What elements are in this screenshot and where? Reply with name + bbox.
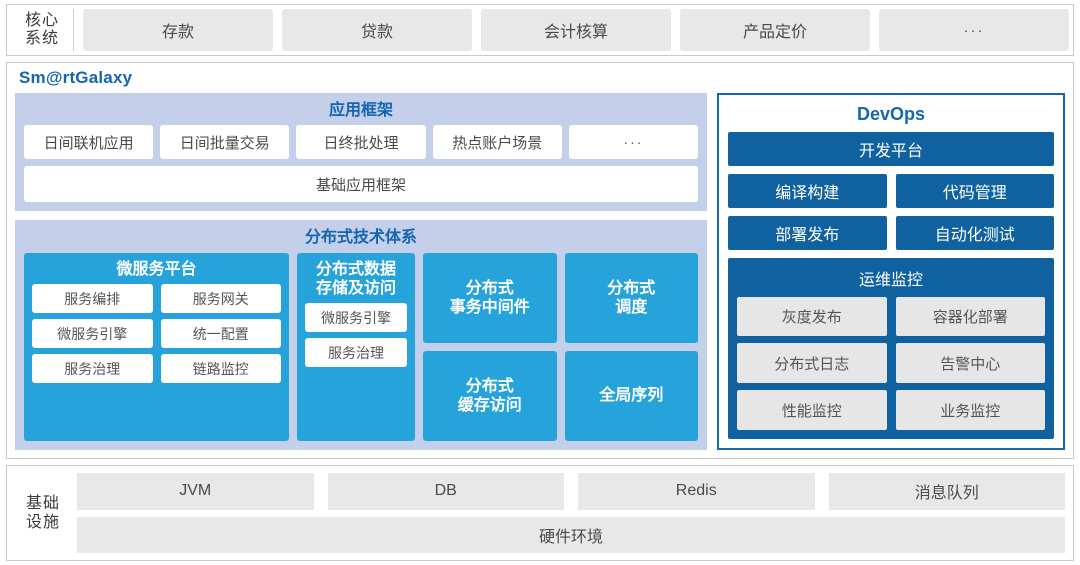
- global-sequence-title: 全局序列: [595, 386, 667, 405]
- core-tile-loan[interactable]: 贷款: [282, 9, 472, 51]
- ds-line2: 调度: [615, 298, 648, 316]
- ops-chip-containerized-deploy[interactable]: 容器化部署: [895, 296, 1045, 337]
- dtm-line1: 分布式: [465, 279, 514, 297]
- infrastructure-section: 基础 设施 JVM DB Redis 消息队列 硬件环境: [6, 465, 1074, 561]
- global-sequence-card[interactable]: 全局序列: [564, 350, 698, 441]
- dca-line1: 分布式: [465, 377, 514, 395]
- core-systems-tiles: 存款 贷款 会计核算 产品定价 ···: [74, 9, 1069, 51]
- core-tile-product-pricing[interactable]: 产品定价: [680, 9, 870, 51]
- app-tile-daytime-online[interactable]: 日间联机应用: [24, 125, 154, 160]
- distributed-cache-access-card[interactable]: 分布式 缓存访问: [423, 350, 557, 441]
- storage-chip-row: 微服务引擎: [305, 303, 407, 333]
- chip-storage-microservice-engine[interactable]: 微服务引擎: [305, 303, 407, 333]
- infra-tile-db[interactable]: DB: [327, 473, 564, 510]
- infrastructure-label-line1: 基础: [25, 494, 60, 512]
- infra-tile-redis[interactable]: Redis: [578, 473, 815, 510]
- infra-tile-jvm[interactable]: JVM: [77, 473, 314, 510]
- distributed-transaction-middleware-title: 分布式 事务中间件: [446, 279, 534, 317]
- ops-chip-distributed-logging[interactable]: 分布式日志: [737, 343, 887, 384]
- app-framework-group: 应用框架 日间联机应用 日间批量交易 日终批处理 热点账户场景 ··· 基础应用…: [15, 92, 707, 212]
- distributed-storage-chips: 微服务引擎 服务治理: [305, 303, 407, 433]
- chip-service-governance[interactable]: 服务治理: [32, 354, 153, 384]
- microservice-chips: 服务编排 服务网关 微服务引擎 统一配置 服务治理 链路监控: [32, 284, 281, 433]
- microservice-platform-card[interactable]: 微服务平台 服务编排 服务网关 微服务引擎 统一配置: [24, 252, 289, 441]
- chip-microservice-engine[interactable]: 微服务引擎: [32, 319, 153, 349]
- devops-dev-platform-bar[interactable]: 开发平台: [728, 131, 1054, 166]
- ops-monitoring-grid: 灰度发布 容器化部署 分布式日志 告警中心 性能监控 业务监控: [737, 296, 1045, 430]
- microservice-chip-row: 微服务引擎 统一配置: [32, 319, 281, 349]
- core-systems-label-line1: 核心: [24, 11, 59, 29]
- chip-unified-config[interactable]: 统一配置: [160, 319, 281, 349]
- distributed-transaction-middleware-card[interactable]: 分布式 事务中间件: [423, 252, 557, 343]
- distributed-column-transaction: 分布式 事务中间件 分布式 缓存访问: [423, 252, 557, 441]
- distributed-storage-title: 分布式数据 存储及访问: [305, 253, 407, 303]
- chip-link-monitoring[interactable]: 链路监控: [160, 354, 281, 384]
- distributed-storage-title-line1: 分布式数据: [315, 260, 396, 278]
- distributed-tech-grid: 微服务平台 服务编排 服务网关 微服务引擎 统一配置: [24, 252, 698, 441]
- distributed-scheduling-title: 分布式 调度: [603, 279, 659, 317]
- storage-chip-row: 服务治理: [305, 338, 407, 368]
- chip-service-gateway[interactable]: 服务网关: [160, 284, 281, 314]
- devops-row-deploy: 部署发布 自动化测试: [728, 215, 1054, 250]
- ops-chip-alert-center[interactable]: 告警中心: [895, 343, 1045, 384]
- platform-body: 应用框架 日间联机应用 日间批量交易 日终批处理 热点账户场景 ··· 基础应用…: [15, 92, 1065, 450]
- infrastructure-label: 基础 设施: [15, 473, 71, 553]
- ops-chip-performance-monitoring[interactable]: 性能监控: [737, 390, 887, 430]
- devops-panel: DevOps 开发平台 编译构建 代码管理 部署发布 自动化测试 运维监控: [717, 92, 1065, 450]
- platform-left-column: 应用框架 日间联机应用 日间批量交易 日终批处理 热点账户场景 ··· 基础应用…: [15, 92, 707, 450]
- ops-chip-row: 性能监控 业务监控: [737, 390, 1045, 430]
- app-tile-eod-batch[interactable]: 日终批处理: [296, 125, 426, 160]
- devops-deploy-release[interactable]: 部署发布: [728, 215, 887, 250]
- core-tile-deposit[interactable]: 存款: [83, 9, 273, 51]
- devops-compile-build[interactable]: 编译构建: [728, 173, 887, 208]
- dtm-line2: 事务中间件: [449, 298, 530, 316]
- microservice-platform-title: 微服务平台: [116, 260, 197, 278]
- platform-right-column: DevOps 开发平台 编译构建 代码管理 部署发布 自动化测试 运维监控: [717, 92, 1065, 450]
- distributed-tech-heading: 分布式技术体系: [304, 229, 417, 247]
- ops-monitoring-title: 运维监控: [858, 271, 923, 289]
- infra-tile-message-queue[interactable]: 消息队列: [828, 473, 1065, 510]
- devops-code-management[interactable]: 代码管理: [895, 173, 1054, 208]
- platform-title: Sm@rtGalaxy: [19, 68, 133, 87]
- ops-chip-row: 灰度发布 容器化部署: [737, 296, 1045, 337]
- core-tile-more[interactable]: ···: [879, 9, 1069, 51]
- infra-tile-hardware-environment[interactable]: 硬件环境: [77, 516, 1065, 553]
- distributed-scheduling-card[interactable]: 分布式 调度: [564, 252, 698, 343]
- app-tile-more[interactable]: ···: [568, 125, 699, 160]
- ops-chip-row: 分布式日志 告警中心: [737, 343, 1045, 384]
- microservice-chip-row: 服务编排 服务网关: [32, 284, 281, 314]
- app-tile-hot-account[interactable]: 热点账户场景: [432, 125, 562, 160]
- ops-monitoring-box: 运维监控 灰度发布 容器化部署 分布式日志 告警中心 性能监控: [728, 257, 1054, 439]
- app-framework-heading: 应用框架: [328, 101, 393, 119]
- distributed-tech-group: 分布式技术体系 微服务平台 服务编排 服务网关 微服务引: [15, 220, 707, 450]
- chip-service-orchestration[interactable]: 服务编排: [32, 284, 153, 314]
- infrastructure-body: JVM DB Redis 消息队列 硬件环境: [71, 473, 1065, 553]
- app-framework-tiles: 日间联机应用 日间批量交易 日终批处理 热点账户场景 ···: [24, 125, 699, 160]
- infrastructure-tiles: JVM DB Redis 消息队列: [77, 473, 1065, 510]
- dca-line2: 缓存访问: [457, 396, 522, 414]
- core-systems-label-line2: 系统: [24, 30, 59, 47]
- platform-section: Sm@rtGalaxy 应用框架 日间联机应用 日间批量交易 日终批处理 热点账…: [6, 62, 1074, 459]
- devops-row-build: 编译构建 代码管理: [728, 173, 1054, 208]
- infrastructure-hardware-row: 硬件环境: [77, 516, 1065, 553]
- core-systems-section: 核心 系统 存款 贷款 会计核算 产品定价 ···: [6, 4, 1074, 56]
- core-tile-accounting[interactable]: 会计核算: [481, 9, 671, 51]
- devops-title: DevOps: [856, 103, 926, 124]
- app-tile-daytime-batch[interactable]: 日间批量交易: [160, 125, 290, 160]
- core-systems-label: 核心 系统: [11, 9, 74, 51]
- ops-chip-gray-release[interactable]: 灰度发布: [737, 296, 887, 337]
- infrastructure-label-line2: 设施: [25, 514, 60, 531]
- distributed-storage-card[interactable]: 分布式数据 存储及访问 微服务引擎 服务治理: [297, 252, 415, 441]
- ds-line1: 分布式: [607, 279, 656, 297]
- app-framework-base[interactable]: 基础应用框架: [24, 166, 698, 203]
- distributed-column-scheduling: 分布式 调度 全局序列: [564, 252, 698, 441]
- microservice-chip-row: 服务治理 链路监控: [32, 354, 281, 384]
- chip-storage-service-governance[interactable]: 服务治理: [305, 338, 407, 368]
- gs-line1: 全局序列: [599, 387, 664, 405]
- distributed-storage-title-line2: 存储及访问: [315, 280, 396, 298]
- distributed-cache-access-title: 分布式 缓存访问: [454, 377, 526, 415]
- devops-automated-testing[interactable]: 自动化测试: [895, 215, 1054, 250]
- ops-chip-business-monitoring[interactable]: 业务监控: [895, 390, 1045, 430]
